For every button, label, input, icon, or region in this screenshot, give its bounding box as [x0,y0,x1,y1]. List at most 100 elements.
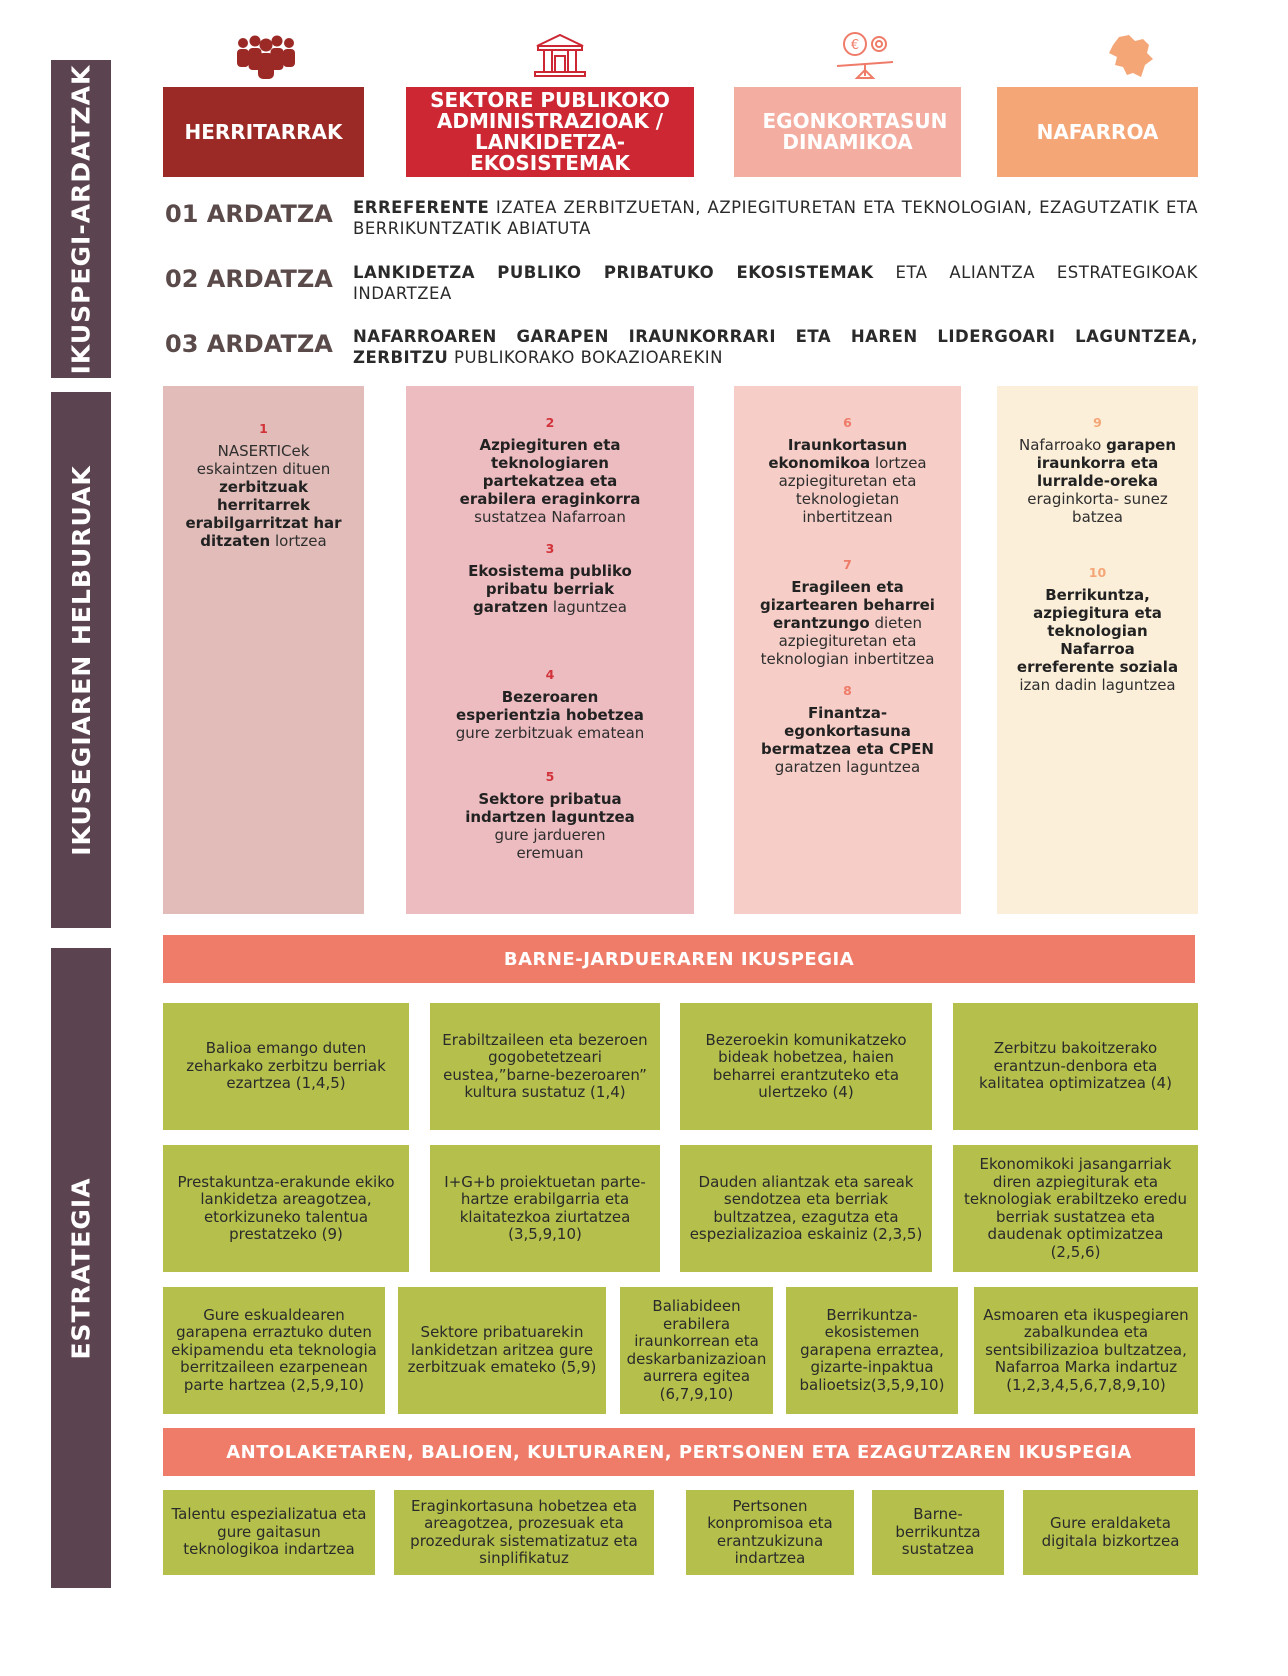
strategy-box: Berrikuntza-ekosistemen garapena errazte… [786,1287,958,1414]
header-herritarrak: HERRITARRAK [163,87,364,177]
objective-num: 9 [1093,415,1102,430]
objective-num: 6 [843,415,852,430]
objective-post: gure zerbitzuak ematean [455,724,645,742]
sidebar-estrategia-label: ESTRATEGIA [66,1176,96,1360]
objective-num: 10 [1088,565,1107,580]
objective-1: 1 NASERTICek eskaintzen dituen zerbitzua… [177,420,350,550]
objective-7: 7 Eragileen eta gizartearen beharrei era… [748,556,948,668]
objective-bold: Finantza-egonkortasuna bermatzea eta CPE… [761,704,934,758]
objective-post: laguntzea [548,598,627,616]
strategy-text: Baliabideen erabilera iraunkorrean eta d… [626,1297,767,1403]
banner-internal-label: BARNE-JARDUERAREN IKUSPEGIA [503,948,855,970]
sidebar-estrategia: ESTRATEGIA [51,948,111,1588]
strategy-box: Asmoaren eta ikuspegiaren zabalkundea et… [974,1287,1198,1414]
objective-bold: Bezeroaren esperientzia hobetzea [456,688,644,724]
strategy-box: Pertsonen konpromisoa eta erantzukizuna … [686,1490,854,1575]
objective-bold: Eragileen eta gizartearen beharrei erant… [760,578,935,632]
sidebar-helburuak: IKUSEGIAREN HELBURUAK [51,392,111,928]
objective-bold: Berrikuntza, azpiegitura eta teknologian… [1016,586,1179,676]
strategy-box: Gure eraldaketa digitala bizkortzea [1023,1490,1198,1575]
strategy-text: Balioa emango duten zeharkako zerbitzu b… [186,1039,386,1093]
strategy-text: Eraginkortasuna hobetzea eta areagotzea,… [410,1496,638,1567]
strategy-box: Ekonomikoki jasangarriak diren azpiegitu… [953,1145,1198,1272]
balance-gears-icon: € [825,28,905,84]
objective-post: dieten azpiegituretan eta teknologian in… [760,614,935,668]
strategy-text: Barne-berrikuntza sustatzea [895,1505,981,1559]
axis-label-01: 01 ARDATZA [165,200,333,228]
objective-10: 10 Berrikuntza, azpiegitura eta teknolog… [1015,564,1180,694]
objective-num: 8 [843,683,852,698]
strategy-text: Pertsonen konpromisoa eta erantzukizuna … [707,1496,833,1567]
objective-post: lortzea azpiegituretan eta teknologietan… [778,454,927,526]
axis-rest-03: PUBLIKORAKO BOKAZIOAREKIN [448,348,723,367]
objective-8: 8 Finantza-egonkortasuna bermatzea eta C… [758,682,938,776]
header-sektore: SEKTORE PUBLIKOKO ADMINISTRAZIOAK / LANK… [406,87,694,177]
header-nafarroa: NAFARROA [997,87,1198,177]
objective-3: 3 Ekosistema publiko pribatu berriak gar… [450,540,650,616]
objectives-col-egonkortasun: 6 Iraunkortasun ekonomikoa lortzea azpie… [734,386,961,914]
navarre-map-icon [1100,30,1160,82]
sidebar-ardatzak-label: IKUSPEGI-ARDATZAK [66,64,96,374]
strategy-box: I+G+b proiektuetan parte-hartze erabilga… [430,1145,660,1272]
axis-bold-01: ERREFERENTE [353,198,490,217]
axis-rest-01: IZATEA ZERBITZUETAN, AZPIEGITURETAN ETA … [353,198,1198,238]
axis-bold-02: LANKIDETZA PUBLIKO PRIBATUKO EKOSISTEMAK [353,263,874,282]
objective-bold: garapen iraunkorra eta lurralde-oreka [1036,436,1177,490]
objective-bold: zerbitzuak herritarrek erabilgarritzat h… [185,478,342,550]
objectives-col-nafarroa: 9 Nafarroako garapen iraunkorra eta lurr… [997,386,1198,914]
strategy-box: Sektore pribatuarekin lankidetzan aritze… [398,1287,606,1414]
objective-num: 3 [545,541,555,556]
strategy-box: Prestakuntza-erakunde ekiko lankidetza a… [163,1145,409,1272]
strategy-box: Bezeroekin komunikatzeko bideak hobetzea… [680,1003,932,1130]
banner-internal: BARNE-JARDUERAREN IKUSPEGIA [163,935,1195,983]
sidebar-ardatzak: IKUSPEGI-ARDATZAK [51,60,111,378]
strategy-text: Gure eskualdearen garapena erraztuko dut… [171,1305,377,1394]
strategy-text: Ekonomikoki jasangarriak diren azpiegitu… [963,1155,1187,1261]
people-icon [226,30,306,82]
objective-9: 9 Nafarroako garapen iraunkorra eta lurr… [1011,414,1184,526]
strategy-box: Gure eskualdearen garapena erraztuko dut… [163,1287,385,1414]
objective-4: 4 Bezeroaren esperientzia hobetzea gure … [450,666,650,742]
banner-organization: ANTOLAKETAREN, BALIOEN, KULTURAREN, PERT… [163,1428,1195,1476]
strategy-box: Balioa emango duten zeharkako zerbitzu b… [163,1003,409,1130]
strategy-text: Asmoaren eta ikuspegiaren zabalkundea et… [983,1305,1189,1394]
objective-post: gure jardueren eremuan [494,826,606,862]
building-icon [530,30,590,82]
strategy-text: Erabiltzaileen eta bezeroen gogobetetzea… [442,1030,648,1101]
strategy-text: Sektore pribatuarekin lankidetzan aritze… [407,1323,597,1377]
axis-label-02: 02 ARDATZA [165,265,333,293]
objective-num: 2 [545,415,555,430]
strategy-text: Prestakuntza-erakunde ekiko lankidetza a… [177,1172,395,1243]
strategy-box: Barne-berrikuntza sustatzea [872,1490,1004,1575]
axis-text-01: ERREFERENTE IZATEA ZERBITZUETAN, AZPIEGI… [353,197,1198,239]
objective-post: eraginkorta- sunez batzea [1027,490,1168,526]
strategy-text: I+G+b proiektuetan parte-hartze erabilga… [444,1172,646,1243]
objective-post: garatzen laguntzea [774,758,921,776]
objective-post: izan dadin laguntzea [1019,676,1176,694]
objective-num: 5 [545,769,555,784]
header-egonkortasun-label: EGONKORTASUN DINAMIKOA [762,109,948,154]
strategy-text: Zerbitzu bakoitzerako erantzun-denbora e… [979,1039,1172,1093]
strategy-box: Baliabideen erabilera iraunkorrean eta d… [620,1287,773,1414]
axis-rest-02: ETA ALIANTZA ESTRATEGIKOAK INDARTZEA [353,263,1198,303]
objectives-col-herritarrak: 1 NASERTICek eskaintzen dituen zerbitzua… [163,386,364,914]
strategy-box: Eraginkortasuna hobetzea eta areagotzea,… [394,1490,654,1575]
strategy-box: Dauden aliantzak eta sareak sendotzea et… [680,1145,932,1272]
objective-pre: NASERTICek eskaintzen dituen [196,442,331,478]
strategy-box: Erabiltzaileen eta bezeroen gogobetetzea… [430,1003,660,1130]
objective-pre: Nafarroako [1018,436,1107,454]
header-nafarroa-label: NAFARROA [1036,119,1159,144]
objective-2: 2 Azpiegituren eta teknologiaren parteka… [450,414,650,526]
strategy-text: Talentu espezializatua eta gure gaitasun… [171,1505,367,1559]
banner-organization-label: ANTOLAKETAREN, BALIOEN, KULTURAREN, PERT… [226,1441,1132,1463]
strategy-text: Berrikuntza-ekosistemen garapena errazte… [799,1305,945,1394]
strategy-text: Gure eraldaketa digitala bizkortzea [1041,1514,1180,1550]
objective-post: lortzea [270,532,327,550]
objective-bold: Sektore pribatua indartzen laguntzea [465,790,635,826]
header-sektore-label: SEKTORE PUBLIKOKO ADMINISTRAZIOAK / LANK… [430,88,670,175]
objective-num: 7 [843,557,852,572]
objective-bold: Ekosistema publiko pribatu berriak garat… [468,562,632,616]
sidebar-helburuak-label: IKUSEGIAREN HELBURUAK [66,464,96,856]
axis-label-03: 03 ARDATZA [165,330,333,358]
axis-bold-03: NAFARROAREN GARAPEN IRAUNKORRARI ETA HAR… [353,327,1198,367]
